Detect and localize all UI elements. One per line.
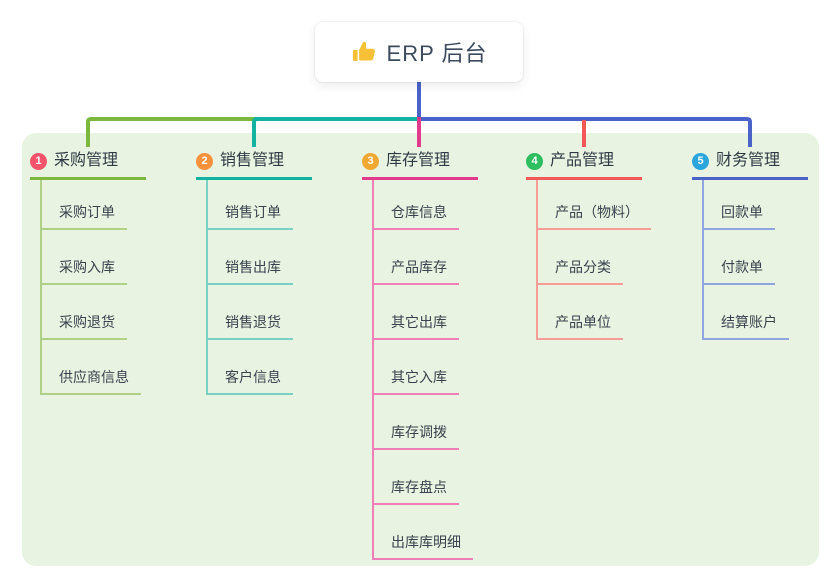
child-node[interactable]: 仓库信息 <box>374 180 459 230</box>
child-node[interactable]: 回款单 <box>704 180 775 230</box>
branch-1-label: 采购管理 <box>54 152 119 169</box>
child-node[interactable]: 产品库存 <box>374 230 459 285</box>
branch-3-children: 仓库信息 产品库存 其它出库 其它入库 库存调拨 库存盘点 出库库明细 <box>372 180 473 560</box>
root-node-label: ERP 后台 <box>386 41 488 66</box>
branch-2: 2 销售管理 销售订单 销售出库 销售退货 客户信息 <box>196 151 336 395</box>
root-node[interactable]: ERP 后台 <box>315 22 523 82</box>
child-node[interactable]: 采购入库 <box>42 230 127 285</box>
child-node[interactable]: 产品（物料） <box>538 180 651 230</box>
priority-2-badge: 2 <box>196 152 213 170</box>
priority-3-badge: 3 <box>362 152 379 170</box>
priority-1-badge: 1 <box>30 152 47 170</box>
child-node[interactable]: 客户信息 <box>208 340 293 395</box>
child-node[interactable]: 其它出库 <box>374 285 459 340</box>
child-node[interactable]: 产品分类 <box>538 230 623 285</box>
priority-5-badge: 5 <box>692 152 709 170</box>
child-node[interactable]: 采购订单 <box>42 180 127 230</box>
branch-4: 4 产品管理 产品（物料） 产品分类 产品单位 <box>526 151 666 340</box>
branch-4-label: 产品管理 <box>550 152 615 169</box>
child-node[interactable]: 库存调拨 <box>374 395 459 450</box>
branch-1-children: 采购订单 采购入库 采购退货 供应商信息 <box>40 180 141 395</box>
child-node[interactable]: 销售订单 <box>208 180 293 230</box>
branch-5-node[interactable]: 5 财务管理 <box>692 151 808 180</box>
branch-3-node[interactable]: 3 库存管理 <box>362 151 478 180</box>
child-node[interactable]: 库存盘点 <box>374 450 459 505</box>
branch-3: 3 库存管理 仓库信息 产品库存 其它出库 其它入库 库存调拨 库存盘点 出库库… <box>362 151 502 560</box>
child-node[interactable]: 其它入库 <box>374 340 459 395</box>
child-node[interactable]: 付款单 <box>704 230 775 285</box>
child-node[interactable]: 采购退货 <box>42 285 127 340</box>
thumbs-up-icon <box>351 39 377 65</box>
branch-5-label: 财务管理 <box>716 152 781 169</box>
child-node[interactable]: 供应商信息 <box>42 340 141 395</box>
child-node[interactable]: 销售退货 <box>208 285 293 340</box>
branch-2-node[interactable]: 2 销售管理 <box>196 151 312 180</box>
branch-2-children: 销售订单 销售出库 销售退货 客户信息 <box>206 180 293 395</box>
priority-4-badge: 4 <box>526 152 543 170</box>
branch-1-node[interactable]: 1 采购管理 <box>30 151 146 180</box>
branch-5-children: 回款单 付款单 结算账户 <box>702 180 789 340</box>
child-node[interactable]: 销售出库 <box>208 230 293 285</box>
branch-4-children: 产品（物料） 产品分类 产品单位 <box>536 180 651 340</box>
child-node[interactable]: 出库库明细 <box>374 505 473 560</box>
branch-3-label: 库存管理 <box>386 152 451 169</box>
mindmap-panel <box>22 133 819 566</box>
branch-4-node[interactable]: 4 产品管理 <box>526 151 642 180</box>
child-node[interactable]: 结算账户 <box>704 285 789 340</box>
branch-1: 1 采购管理 采购订单 采购入库 采购退货 供应商信息 <box>30 151 170 395</box>
child-node[interactable]: 产品单位 <box>538 285 623 340</box>
branch-2-label: 销售管理 <box>220 152 285 169</box>
branch-5: 5 财务管理 回款单 付款单 结算账户 <box>692 151 832 340</box>
